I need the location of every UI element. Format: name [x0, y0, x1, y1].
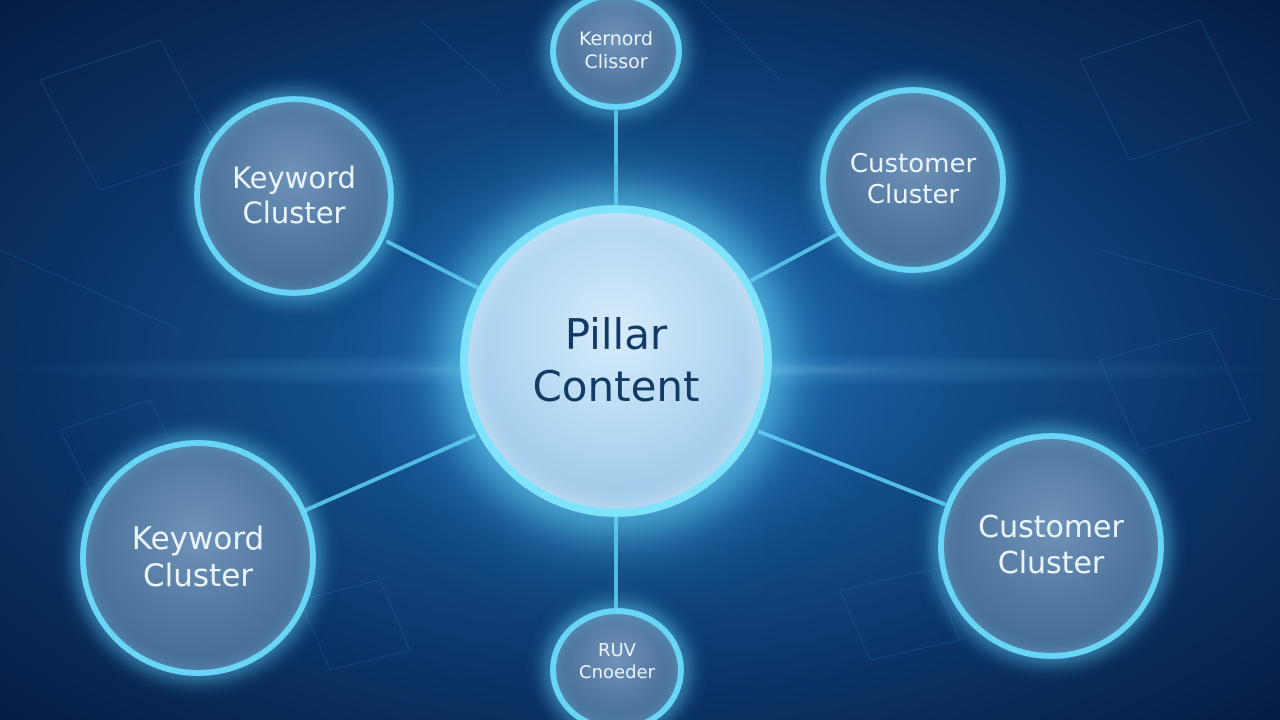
cluster-node-upper-left-line2: Cluster — [242, 196, 346, 230]
connector-upper-left — [386, 240, 480, 290]
cluster-node-top[interactable]: Kernord Clissor — [550, 0, 682, 110]
cluster-node-lower-left-line2: Cluster — [142, 558, 254, 594]
connector-upper-right — [750, 232, 840, 282]
cluster-node-bottom-line2: Cnoeder — [579, 661, 655, 683]
cluster-node-top-line1: Kernord — [579, 28, 653, 51]
cluster-node-lower-left[interactable]: Keyword Cluster — [80, 440, 316, 676]
cluster-node-bottom-line1: RUV — [598, 640, 636, 661]
cluster-node-top-line2: Clissor — [584, 51, 648, 73]
connector-lower-left — [304, 434, 476, 512]
cluster-node-lower-right-line1: Customer — [978, 510, 1124, 545]
pillar-content-node[interactable]: Pillar Content — [460, 205, 772, 517]
cluster-node-upper-right-line1: Customer — [849, 148, 977, 179]
pillar-content-label-line1: Pillar — [564, 309, 668, 359]
cluster-node-upper-left-line1: Keyword — [232, 161, 356, 196]
cluster-node-upper-right[interactable]: Customer Cluster — [820, 87, 1006, 273]
connector-lower-right — [758, 430, 946, 506]
cluster-node-lower-right-line2: Cluster — [997, 546, 1105, 581]
cluster-node-lower-right[interactable]: Customer Cluster — [938, 433, 1164, 659]
pillar-content-label-line2: Content — [532, 362, 700, 411]
cluster-node-upper-left[interactable]: Keyword Cluster — [194, 96, 394, 296]
cluster-node-upper-right-line2: Cluster — [866, 180, 960, 210]
cluster-node-lower-left-line1: Keyword — [131, 520, 265, 557]
cluster-node-bottom[interactable]: RUV Cnoeder — [550, 608, 684, 720]
